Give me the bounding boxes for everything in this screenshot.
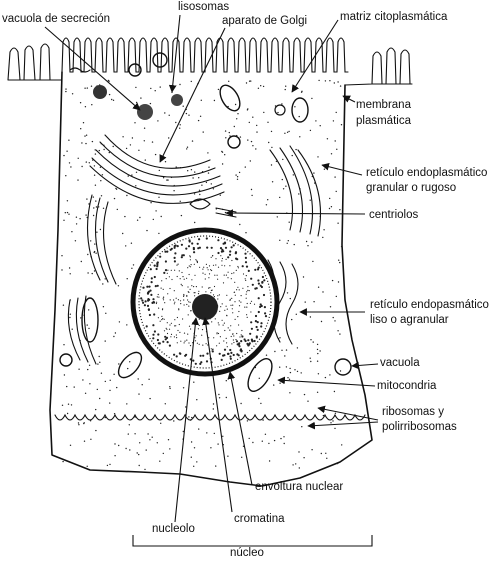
microvilli [61,37,349,73]
golgi-apparatus [89,134,225,204]
label-liso-agranular: liso o agranular [370,314,449,326]
basal-border [54,413,366,421]
label-vacuola: vacuola [380,357,420,369]
label-vacuola-secrecion: vacuola de secreción [2,13,110,25]
nucleolus [192,294,218,320]
label-ribosomas: ribosomas y [382,406,444,418]
label-nucleo: núcleo [230,547,264,558]
label-polirribosomas: polirribosomas [382,421,457,433]
label-plasmatica: plasmática [356,115,412,127]
cytoplasm-stipple [61,79,343,471]
left-membrane-tuft [7,43,63,81]
label-reticulo-granular: retículo endoplasmático [366,167,487,179]
mitochondria [81,84,309,392]
label-granular-rugoso: granular o rugoso [366,182,456,194]
right-membrane-tuft [344,47,413,86]
label-cromatina: cromatina [234,513,285,525]
label-lisosomas: lisosomas [178,1,229,13]
vacuoles [59,135,352,376]
label-centriolos: centriolos [369,209,418,221]
nucleus [130,227,280,377]
label-aparato-golgi: aparato de Golgi [222,15,307,27]
centrioles [189,198,237,218]
leader-lines [44,14,379,547]
lysosomes [128,52,183,120]
labels: vacuola de secreción lisosomas aparato d… [2,1,489,559]
label-reticulo-liso: retículo endopasmático [370,299,489,311]
label-nucleolo: nucleolo [152,523,195,535]
label-matriz: matriz citoplasmática [340,11,448,23]
label-envoltura: envoltura nuclear [255,481,343,493]
label-mitocondria: mitocondria [377,380,437,392]
secretion-vacuole [69,67,107,99]
label-membrana: membrana [356,99,412,111]
cell-membrane-outline [49,71,373,487]
